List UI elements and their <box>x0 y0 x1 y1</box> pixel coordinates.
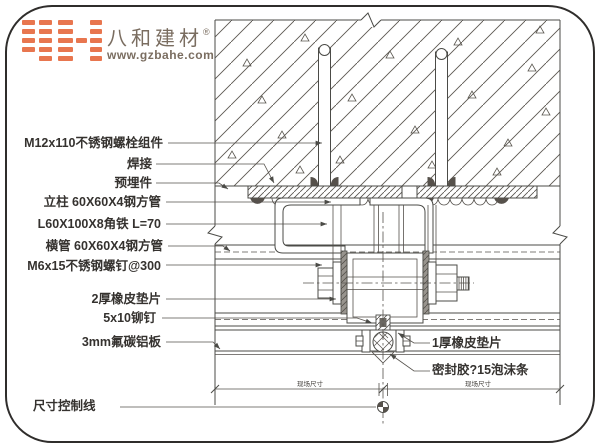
label-angle-iron: L60X100X8角铁 L=70 <box>38 216 161 231</box>
brand-text: 八和建材 <box>107 28 203 50</box>
dimension-line <box>210 383 565 396</box>
survey-point <box>377 401 389 413</box>
brand-name: 八和建材® <box>107 22 210 51</box>
concrete-slab <box>214 19 561 405</box>
label-dimension-control-line: 尺寸控制线 <box>33 398 96 413</box>
angle-iron-straps <box>274 197 437 262</box>
bahe-logo: 八和建材® www.gzbahe.com <box>0 0 230 80</box>
label-m12-bolt-assembly: M12x110不锈钢螺栓组件 <box>24 135 163 150</box>
label-field-dim-right: 现场尺寸 <box>465 379 492 388</box>
embedded-plates <box>215 185 560 206</box>
break-marks <box>207 12 568 245</box>
leader-lines <box>120 140 430 408</box>
concrete-aggregate-marks <box>227 25 551 176</box>
weld-seam-right <box>425 197 499 206</box>
label-column-tube: 立柱 60X60X4钢方管 <box>44 194 161 209</box>
label-field-dim-left: 现场尺寸 <box>297 379 324 388</box>
label-rivet-5x10: 5x10铆钉 <box>103 310 156 325</box>
website-url: www.gzbahe.com <box>107 48 215 62</box>
label-embedded-part: 预埋件 <box>114 175 152 190</box>
label-rubber-gasket-2mm: 2厚橡皮垫片 <box>92 291 161 306</box>
label-sealant-foam-rod: 密封胶?15泡沫条 <box>431 362 529 377</box>
label-m6-screws: M6x15不锈钢螺钉@300 <box>27 258 161 273</box>
panel-joint <box>355 329 411 364</box>
label-beam-tube: 横管 60X60X4钢方管 <box>46 238 163 253</box>
label-aluminum-panel-3mm: 3mm氟碳铝板 <box>82 334 162 349</box>
registered-mark: ® <box>203 27 210 37</box>
label-rubber-gasket-1mm: 1厚橡皮垫片 <box>432 335 501 350</box>
rounded-border <box>5 5 595 443</box>
labels: M12x110不锈钢螺栓组件 焊接 预埋件 立柱 60X60X4钢方管 L60X… <box>24 135 529 413</box>
centerlines <box>303 212 474 426</box>
rubber-gasket-left <box>340 250 348 315</box>
anchor-bolts <box>310 44 456 187</box>
label-welding: 焊接 <box>127 156 153 171</box>
